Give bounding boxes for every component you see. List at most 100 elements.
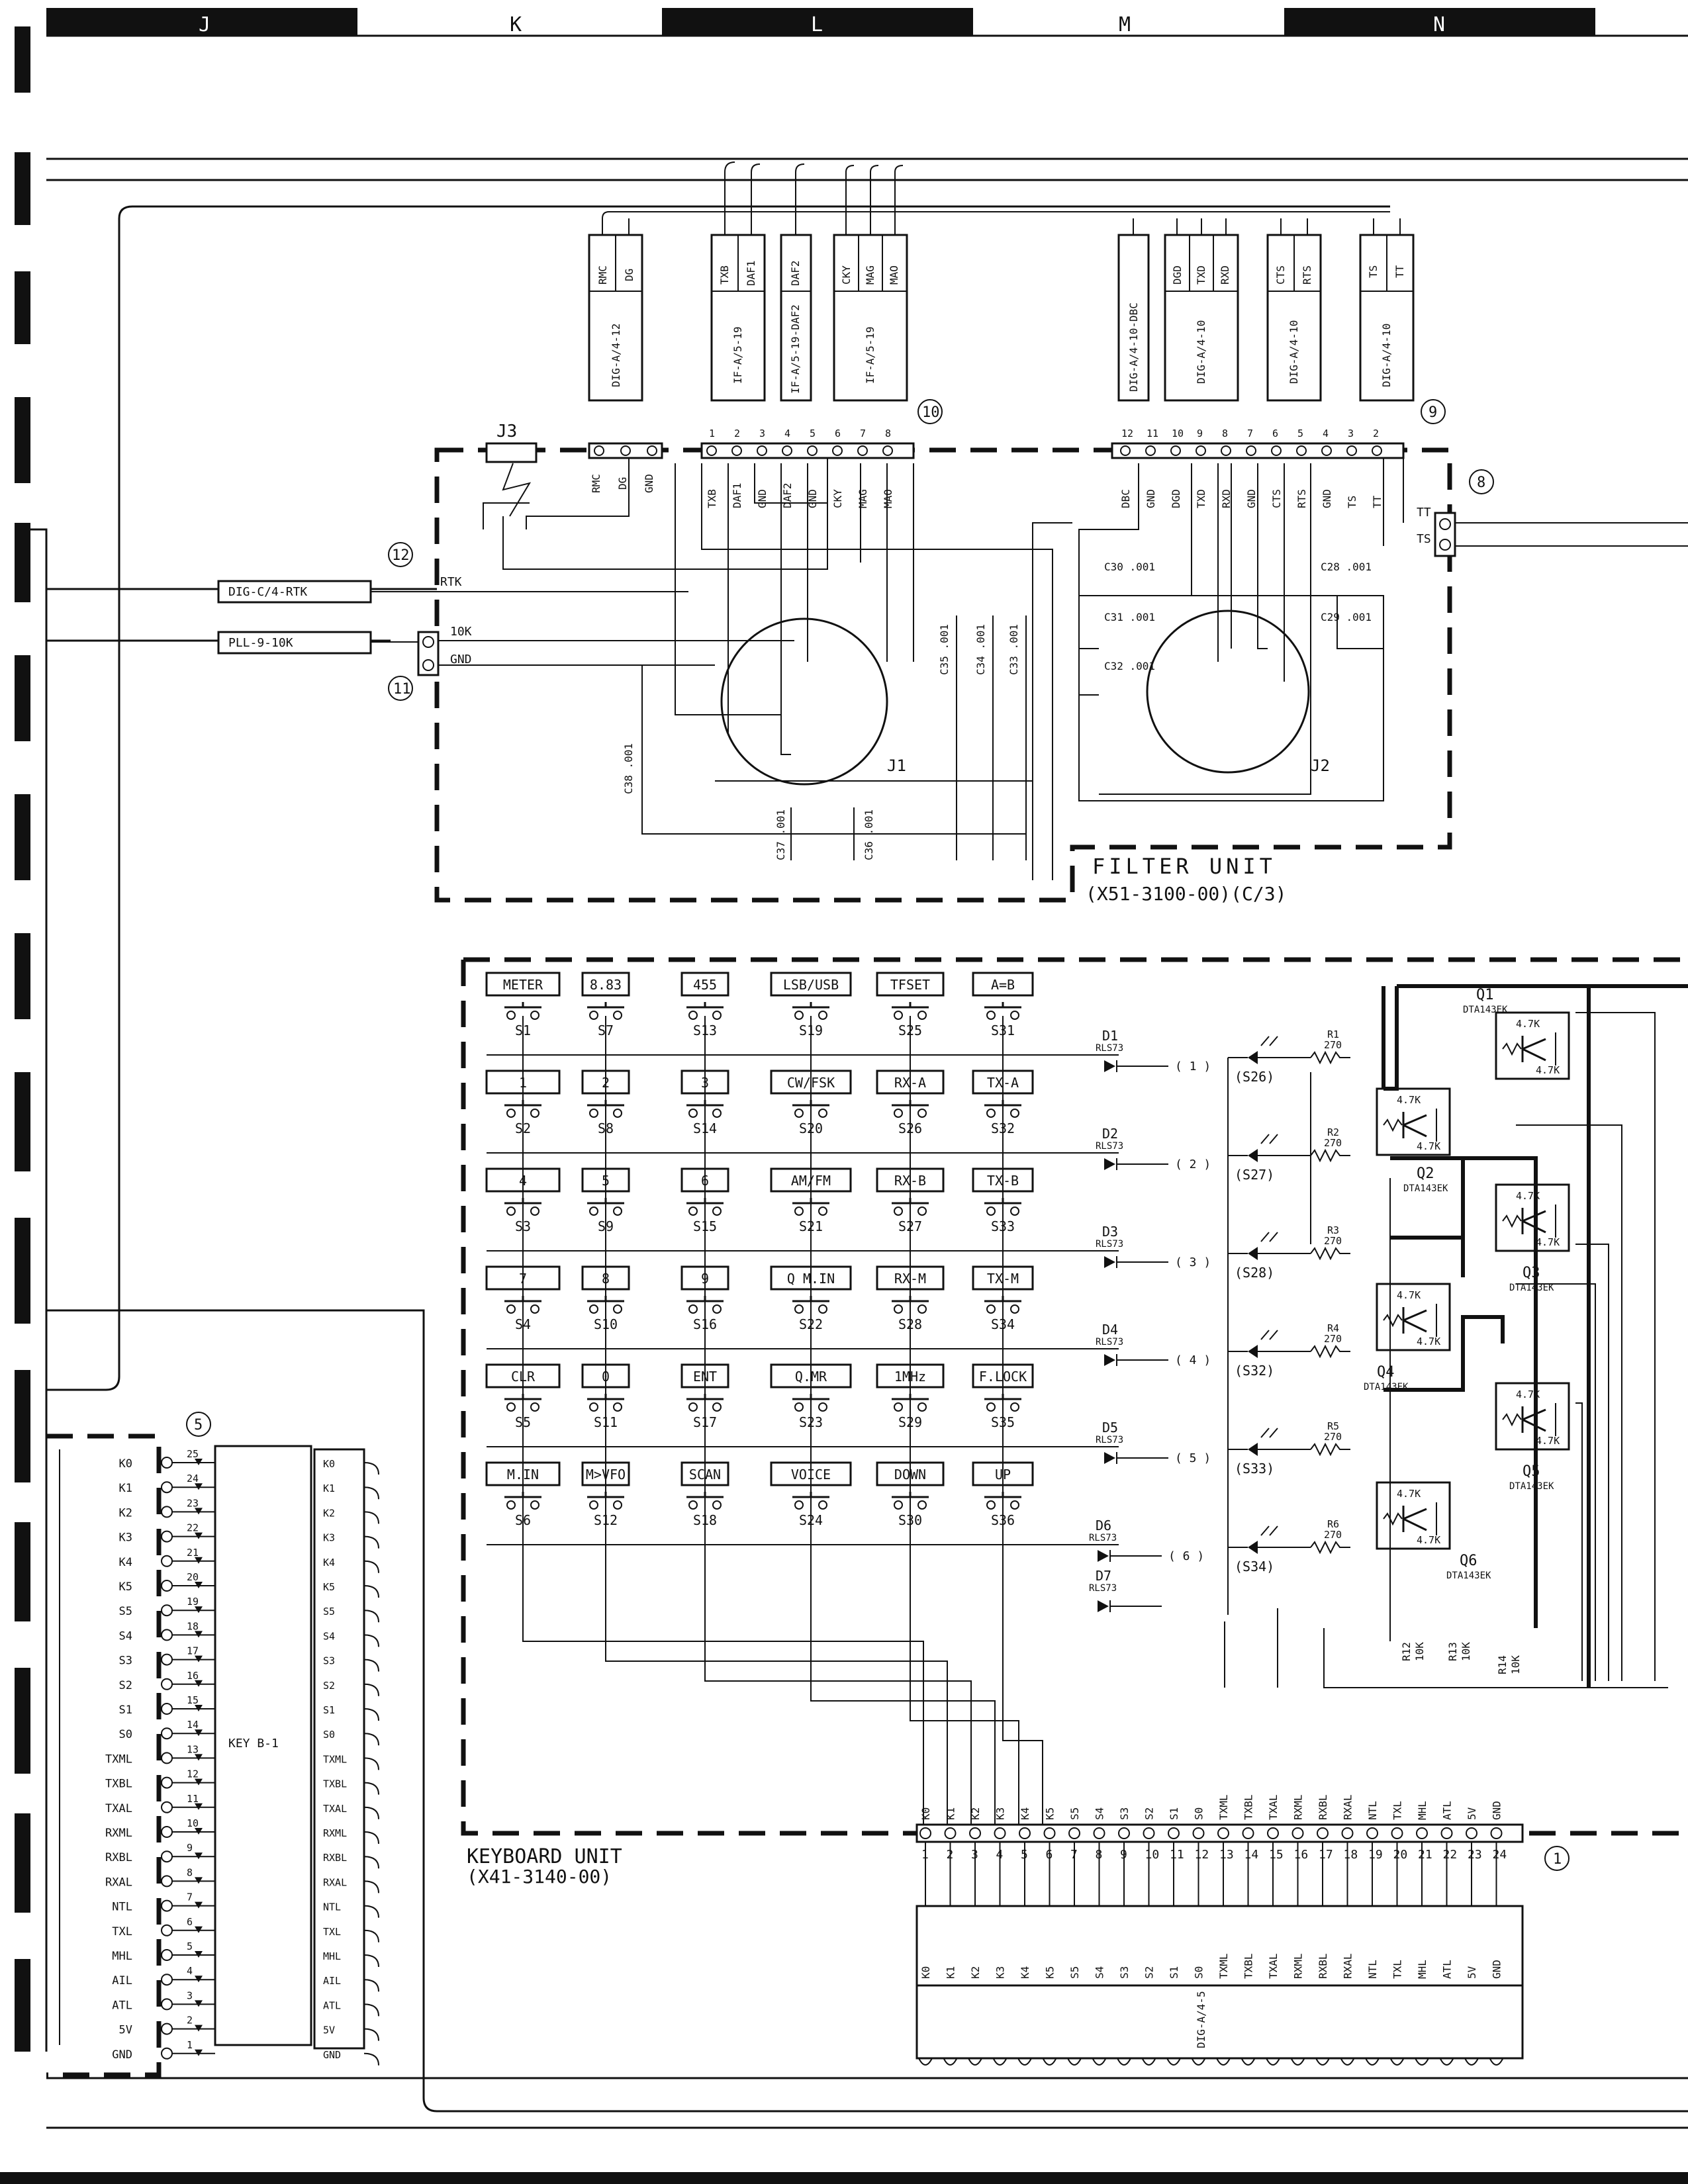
hdr1-bot-24: GND <box>1491 1960 1503 1979</box>
key-a-b[interactable] <box>972 972 1034 997</box>
header10-pin-2: DAF1 <box>731 482 743 508</box>
kb5-pin-s2: S2 <box>119 1679 132 1692</box>
pin-dot <box>161 1530 173 1543</box>
pin-dot <box>1490 1827 1503 1839</box>
led-s33: (S33) <box>1235 1461 1274 1477</box>
res-value: 270 <box>1324 1431 1342 1443</box>
kb5-pin-gnd: GND <box>112 2048 132 2062</box>
header10-pin-8: MAO <box>882 489 894 508</box>
pin-dot <box>161 1776 173 1789</box>
hdr1-top-8: S4 <box>1094 1807 1106 1820</box>
header10-num: 4 <box>784 428 790 439</box>
j3-gnd: GND <box>643 474 655 493</box>
pin-dot <box>422 636 434 648</box>
hdr1-bot-2: K1 <box>945 1966 957 1979</box>
diode-net: ( 2 ) <box>1175 1158 1211 1171</box>
header9-num: 5 <box>1297 428 1303 439</box>
kb5-num: 12 <box>187 1768 199 1780</box>
kb5-num: 2 <box>187 2015 193 2026</box>
pin-dot <box>944 1827 957 1839</box>
pin-dot <box>1170 445 1181 456</box>
keyboard-unit-part-no: (X41-3140-00) <box>467 1866 612 1888</box>
key-label: METER <box>503 977 543 993</box>
cap-c29: C29 .001 <box>1321 611 1372 623</box>
header9-num: 3 <box>1348 428 1354 439</box>
kb5-pin-atl: ATL <box>112 1999 132 2012</box>
key-meter[interactable] <box>485 972 561 997</box>
connector-12: 12 <box>392 547 410 564</box>
key-lsb-usb[interactable] <box>770 972 852 997</box>
kb5-pin-k3: K3 <box>119 1531 132 1545</box>
cable-ts: TS <box>1367 265 1380 278</box>
hdr1-top-9: S3 <box>1118 1807 1131 1820</box>
led-supply-bus <box>1382 984 1688 1688</box>
tr-label: Q6 <box>1460 1553 1477 1569</box>
cable-rxd: RXD <box>1219 265 1231 285</box>
cable-mao: MAO <box>888 265 900 285</box>
kb5-num: 15 <box>187 1694 199 1706</box>
key-8-83[interactable] <box>581 972 630 997</box>
cap-c32: C32 .001 <box>1104 660 1155 672</box>
pin-dot <box>161 1752 173 1764</box>
cap-c31: C31 .001 <box>1104 611 1155 623</box>
pin-dot <box>1439 518 1451 530</box>
hdr1-bot-20: TXL <box>1391 1960 1404 1979</box>
kb5-pin-k4: K4 <box>119 1556 132 1569</box>
j1-connector: J1 <box>720 617 906 786</box>
pin-dot <box>161 1580 173 1592</box>
diode-symbol <box>1104 1060 1115 1072</box>
tr-res: 4.7K <box>1536 1064 1560 1076</box>
hdr1-bot-10: S2 <box>1143 1966 1156 1979</box>
kb5-pin-txl: TXL <box>112 1925 132 1938</box>
pin-dot <box>1168 1827 1180 1839</box>
led-s28: (S28) <box>1235 1265 1274 1281</box>
header9-num: 7 <box>1247 428 1253 439</box>
header9-num: 9 <box>1197 428 1203 439</box>
diode-d3: D3 <box>1102 1224 1118 1240</box>
j3-rmc: RMC <box>590 474 602 493</box>
j1-label: J1 <box>887 756 906 775</box>
pin-dot <box>161 1949 173 1961</box>
pin-dot <box>1391 1827 1403 1839</box>
kb5-num: 22 <box>187 1522 199 1534</box>
hdr1-num: 20 <box>1393 1848 1408 1862</box>
header10-num: 3 <box>759 428 765 439</box>
diode-d1: D1 <box>1102 1028 1118 1044</box>
pin-dot <box>919 1827 931 1839</box>
header10-num: 5 <box>810 428 816 439</box>
res-value: 270 <box>1324 1235 1342 1247</box>
pin-dot <box>1118 1827 1130 1839</box>
header9-pin-8: RTS <box>1295 489 1308 508</box>
header9-num: 10 <box>1172 428 1184 439</box>
header9-pin-1: DBC <box>1119 489 1132 508</box>
kb5-num: 17 <box>187 1645 199 1657</box>
cable-dig-a4-12: DIG-A/4-12 <box>610 324 622 387</box>
hdr1-top-12: S0 <box>1193 1807 1205 1820</box>
key-label: LSB/USB <box>783 977 839 993</box>
diode-type: RLS73 <box>1096 1141 1123 1152</box>
pin-dot <box>161 2023 173 2035</box>
tr-res: 4.7K <box>1397 1289 1421 1301</box>
header10-pin-1: TXB <box>706 489 718 508</box>
header9-pin-4: TXD <box>1195 489 1207 508</box>
filter-headers: TXB1DAF12GND3DAF24GND5CKY6MAG7MAO8DBC12G… <box>417 428 1456 676</box>
key-455[interactable] <box>680 972 729 997</box>
col-M: M <box>1119 13 1131 36</box>
pin-dot <box>1221 445 1231 456</box>
kb5-mod-s0: S0 <box>323 1729 335 1741</box>
header9-pin-7: CTS <box>1270 489 1283 508</box>
led-column: (S26)R1270(S27)R2270(S28)R3270(S32)R4270… <box>1227 1028 1350 1615</box>
pin-dot <box>1366 1827 1378 1839</box>
key-tfset[interactable] <box>876 972 945 997</box>
pin-dot <box>1271 445 1282 456</box>
cap-c38: C38 .001 <box>622 743 635 794</box>
res-value: 270 <box>1324 1137 1342 1149</box>
kb5-mod-txal: TXAL <box>323 1803 347 1815</box>
kb5-mod-s2: S2 <box>323 1680 335 1692</box>
pin-dot <box>161 1506 173 1518</box>
kb5-mod-ntl: NTL <box>323 1901 341 1913</box>
tr-type: DTA143EK <box>1509 1283 1554 1293</box>
hdr1-top-2: K1 <box>945 1807 957 1820</box>
cable-dgd: DGD <box>1171 265 1184 285</box>
